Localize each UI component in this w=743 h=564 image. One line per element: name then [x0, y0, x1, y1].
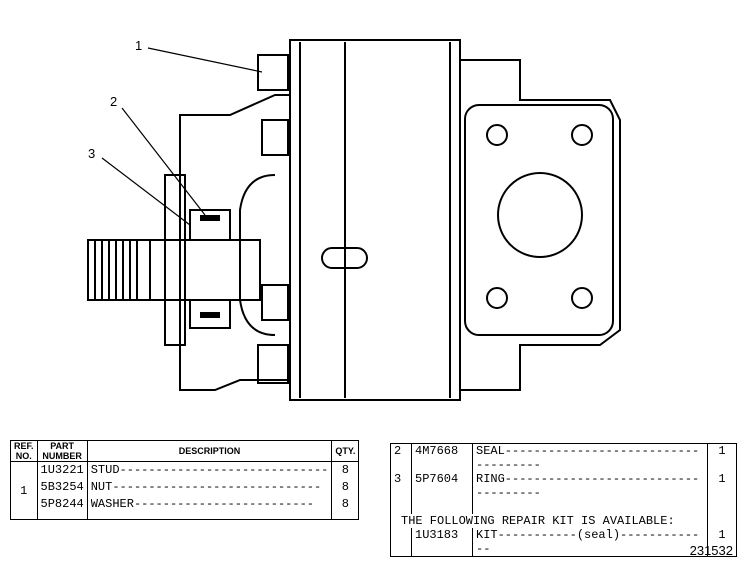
- qty-cell: 8 8 8: [331, 461, 360, 520]
- qty: 1: [707, 443, 737, 472]
- drive-shaft: [149, 239, 261, 301]
- ref-no-cell: 1: [10, 461, 38, 520]
- parts-table-right: 2 4M7668 SEAL---------------------------…: [390, 443, 737, 557]
- table-row: 1 1U3221 5B3254 5P8244 STUD-------------…: [10, 461, 360, 520]
- table-row: [391, 500, 737, 514]
- part-number: 4M7668: [411, 443, 473, 472]
- bolt-hole-bl: [486, 287, 508, 309]
- header-description: DESCRIPTION: [86, 440, 333, 462]
- callout-1: 1: [135, 38, 143, 53]
- qty: 8: [341, 497, 349, 511]
- table-row: 2 4M7668 SEAL---------------------------…: [391, 443, 737, 472]
- splined-end: [87, 239, 151, 301]
- stud-nut-4: [257, 344, 289, 384]
- description: STUD-----------------------------: [90, 463, 329, 477]
- description: SEAL------------------------------------: [472, 443, 708, 472]
- ref-no: 3: [394, 472, 402, 486]
- seal-top: [189, 209, 231, 241]
- repair-kit-note-row: THE FOLLOWING REPAIR KIT IS AVAILABLE:: [391, 514, 737, 528]
- body-slot: [321, 247, 368, 269]
- pump-body-center: [289, 39, 461, 401]
- leader-3: [101, 157, 191, 226]
- description: WASHER-------------------------: [90, 497, 314, 511]
- table-row: 1U3183 KIT-----------(seal)-------------…: [391, 528, 737, 557]
- table-header: REF. NO. PART NUMBER DESCRIPTION QTY.: [10, 440, 360, 462]
- callout-3: 3: [88, 146, 96, 161]
- parts-table-left: REF. NO. PART NUMBER DESCRIPTION QTY. 1 …: [10, 440, 360, 520]
- part-number: 5P7604: [411, 472, 473, 500]
- leader-2: [121, 107, 206, 216]
- part-number: 5B3254: [40, 480, 84, 494]
- table-row: 3 5P7604 RING---------------------------…: [391, 472, 737, 500]
- port-flange: [464, 104, 614, 336]
- bolt-hole-tl: [486, 124, 508, 146]
- part-number: 5P8244: [40, 497, 84, 511]
- port-opening: [497, 172, 583, 258]
- stud-nut-1: [257, 54, 289, 91]
- header-qty: QTY.: [331, 440, 360, 462]
- pump-drawing: [87, 39, 621, 401]
- qty: 8: [341, 480, 349, 494]
- callout-2: 2: [110, 94, 118, 109]
- qty: 1: [707, 472, 737, 500]
- seal-bottom: [189, 299, 231, 329]
- ref-no: 2: [394, 444, 402, 458]
- stud-nut-3: [261, 284, 289, 321]
- header-ref-no: REF. NO.: [10, 440, 38, 462]
- bolt-hole-tr: [571, 124, 593, 146]
- bolt-hole-br: [571, 287, 593, 309]
- description: KIT-----------(seal)-------------: [472, 528, 708, 557]
- mounting-flange: [179, 94, 291, 391]
- description: NUT-----------------------------: [90, 480, 322, 494]
- part-number: 1U3183: [411, 528, 473, 557]
- leader-1: [147, 47, 263, 73]
- qty: 8: [341, 463, 349, 477]
- part-number: 1U3221: [40, 463, 84, 477]
- repair-kit-note: THE FOLLOWING REPAIR KIT IS AVAILABLE:: [401, 514, 675, 528]
- part-number-cell: 1U3221 5B3254 5P8244: [36, 461, 88, 520]
- flange-lip: [164, 174, 186, 346]
- stud-nut-2: [261, 119, 289, 156]
- figure-number: 231532: [689, 543, 733, 558]
- header-part-number: PART NUMBER: [36, 440, 88, 462]
- description-cell: STUD----------------------------- NUT---…: [86, 461, 333, 520]
- qty: 1: [707, 528, 737, 557]
- rear-housing: [460, 59, 621, 391]
- description: RING------------------------------------: [472, 472, 708, 500]
